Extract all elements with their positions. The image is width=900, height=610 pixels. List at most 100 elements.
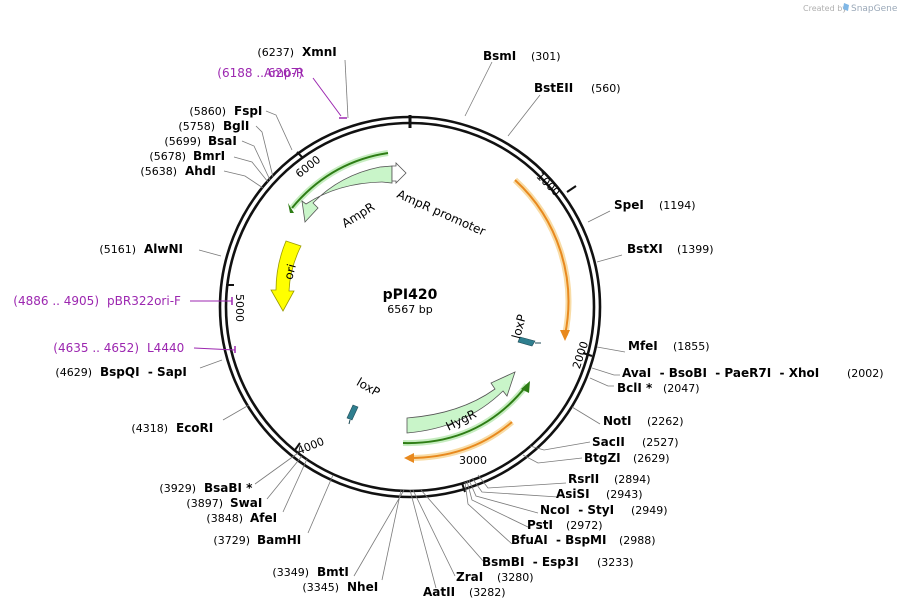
created-by-label: Created by (803, 4, 847, 13)
site-label-psti[interactable]: PstI (2972) (527, 518, 603, 532)
svg-text:AlwNI: AlwNI (144, 242, 183, 256)
site-label-noti[interactable]: NotI (2262) (603, 414, 684, 428)
svg-text:BamHI: BamHI (257, 533, 301, 547)
site-label-bcli[interactable]: BclI * (2047) (617, 381, 700, 395)
site-label-ecori[interactable]: (4318) EcoRI (131, 421, 213, 435)
site-label-btgzi[interactable]: BtgZI (2629) (584, 451, 670, 465)
svg-text:AatII: AatII (423, 585, 455, 599)
svg-text:NcoI - StyI: NcoI - StyI (540, 503, 614, 517)
svg-text:XmnI: XmnI (302, 45, 337, 59)
svg-text:AfeI: AfeI (250, 511, 277, 525)
site-label-bmti[interactable]: (3349) BmtI (272, 565, 348, 579)
loxp-left-marker[interactable] (346, 404, 359, 425)
svg-text:(5678): (5678) (149, 150, 186, 163)
ampr-promoter-arrow[interactable] (391, 162, 407, 184)
svg-text:NheI: NheI (347, 580, 378, 594)
svg-text:BsaI: BsaI (208, 134, 237, 148)
site-leader-lines (198, 59, 626, 589)
primer-pbr322ori-f[interactable]: (4886 .. 4905) pBR322ori-F (13, 294, 233, 308)
primer-l4440-name: L4440 (147, 341, 184, 355)
orf-arc-ampr-green (288, 150, 389, 213)
svg-text:(5860): (5860) (189, 105, 226, 118)
site-label-sacii[interactable]: SacII (2527) (592, 435, 679, 449)
site-label-bmri[interactable]: (5678) BmrI (149, 149, 225, 163)
plasmid-length: 6567 bp (387, 303, 432, 316)
svg-text:(3929): (3929) (159, 482, 196, 495)
svg-text:(2943): (2943) (606, 488, 643, 501)
loxp-right-marker[interactable] (517, 336, 541, 347)
svg-text:ZraI: ZraI (456, 570, 483, 584)
svg-text:(2894): (2894) (614, 473, 651, 486)
svg-text:NotI: NotI (603, 414, 632, 428)
ampr-feature-arrow[interactable] (301, 165, 393, 223)
site-label-ncoi-styi[interactable]: NcoI - StyI (2949) (540, 503, 668, 517)
site-label-bstxi[interactable]: BstXI (1399) (627, 242, 714, 256)
hygr-feature-arrow[interactable] (406, 371, 516, 434)
svg-text:SpeI: SpeI (614, 198, 644, 212)
site-label-zrai[interactable]: ZraI (3280) (456, 570, 534, 584)
site-label-bsabi[interactable]: (3929) BsaBI * (159, 481, 253, 495)
svg-text:(3282): (3282) (469, 586, 506, 599)
svg-text:AvaI - BsoBI - PaeR7I - Xho: AvaI - BsoBI - PaeR7I - XhoI (622, 366, 819, 380)
svg-text:BmtI: BmtI (317, 565, 349, 579)
site-label-bsmbi-esp3i[interactable]: BsmBI - Esp3I (3233) (482, 555, 634, 569)
svg-text:(301): (301) (531, 50, 561, 63)
site-label-afei[interactable]: (3848) AfeI (206, 511, 277, 525)
site-label-asisi[interactable]: AsiSI (2943) (556, 487, 643, 501)
svg-text:SacII: SacII (592, 435, 625, 449)
svg-text:AsiSI: AsiSI (556, 487, 590, 501)
site-label-bsai[interactable]: (5699) BsaI (164, 134, 236, 148)
site-label-alwni[interactable]: (5161) AlwNI (99, 242, 183, 256)
site-label-aatii[interactable]: AatII (3282) (423, 585, 506, 599)
site-label-bsmi[interactable]: BsmI (301) (483, 49, 561, 63)
site-label-bgli[interactable]: (5758) BglI (178, 119, 249, 133)
svg-text:(2629): (2629) (633, 452, 670, 465)
svg-text:(4629): (4629) (55, 366, 92, 379)
site-label-bspqi-sapi[interactable]: (4629) BspQI - SapI (55, 365, 186, 379)
ampr-promoter-label: AmpR promoter (395, 187, 488, 239)
tick-label-6000: 6000 (293, 153, 323, 180)
primer-l4440[interactable]: (4635 .. 4652) L4440 (53, 341, 236, 355)
site-label-xmni[interactable]: (6237) XmnI (257, 45, 336, 59)
svg-text:(5758): (5758) (178, 120, 215, 133)
svg-text:(3897): (3897) (186, 497, 223, 510)
tick-label-3000: 3000 (459, 454, 487, 467)
site-label-fspi[interactable]: (5860) FspI (189, 104, 262, 118)
orf-arc-hygr-orange (404, 419, 514, 463)
site-label-xhoi-group[interactable]: AvaI - BsoBI - PaeR7I - XhoI (2002) (622, 366, 884, 380)
svg-text:(3349): (3349) (272, 566, 309, 579)
primer-l4440-range: (4635 .. 4652) (53, 341, 139, 355)
svg-text:BstEII: BstEII (534, 81, 573, 95)
svg-text:BsaBI *: BsaBI * (204, 481, 253, 495)
site-label-nhei[interactable]: (3345) NheI (302, 580, 378, 594)
ori-label: ori (281, 262, 299, 281)
svg-text:MfeI: MfeI (628, 339, 658, 353)
svg-text:(2972): (2972) (566, 519, 603, 532)
site-label-mfei[interactable]: MfeI (1855) (628, 339, 710, 353)
svg-text:(2949): (2949) (631, 504, 668, 517)
svg-text:(3729): (3729) (213, 534, 250, 547)
primer-pbr322ori-f-range: (4886 .. 4905) (13, 294, 99, 308)
site-label-bsteii[interactable]: BstEII (560) (534, 81, 621, 95)
svg-text:(4318): (4318) (131, 422, 168, 435)
svg-text:BsmBI - Esp3I: BsmBI - Esp3I (482, 555, 579, 569)
site-label-ahdi[interactable]: (5638) AhdI (140, 164, 215, 178)
ori-feature-arrow[interactable] (270, 240, 302, 312)
site-label-rsrii[interactable]: RsrII (2894) (568, 472, 651, 486)
svg-text:(560): (560) (591, 82, 621, 95)
svg-text:(2527): (2527) (642, 436, 679, 449)
svg-text:BsmI: BsmI (483, 49, 516, 63)
orf-arc-hygr-green (402, 381, 530, 447)
svg-text:(1855): (1855) (673, 340, 710, 353)
site-label-bamhi[interactable]: (3729) BamHI (213, 533, 301, 547)
snapgene-logo-icon (843, 3, 849, 11)
primer-amp-r[interactable]: (6188 .. 6207) Amp-R (217, 66, 347, 119)
svg-text:(2002): (2002) (847, 367, 884, 380)
svg-text:(3280): (3280) (497, 571, 534, 584)
site-label-bfuai-bspmi[interactable]: BfuAI - BspMI (2988) (511, 533, 656, 547)
site-label-spei[interactable]: SpeI (1194) (614, 198, 696, 212)
primer-amp-r-name: Amp-R (264, 66, 304, 80)
svg-text:RsrII: RsrII (568, 472, 599, 486)
site-label-swai[interactable]: (3897) SwaI (186, 496, 262, 510)
